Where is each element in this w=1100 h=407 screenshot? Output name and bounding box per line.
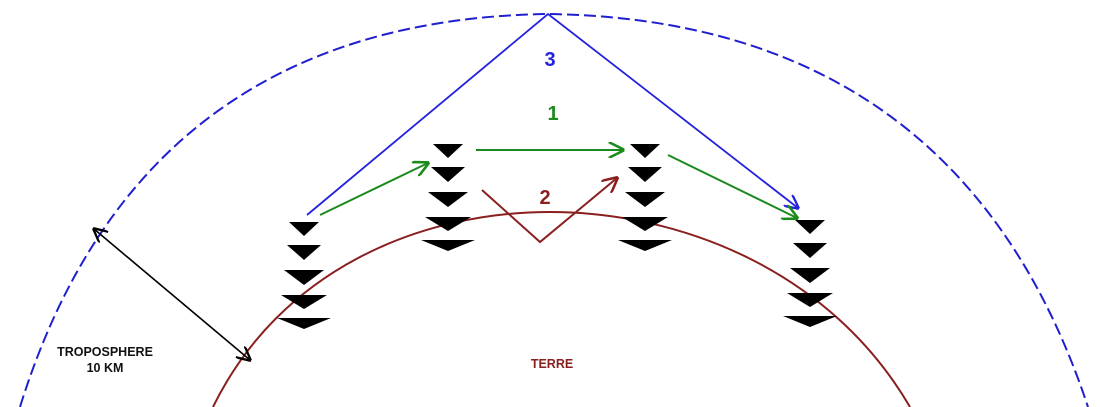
- ground-path: [481, 178, 617, 244]
- label-path-3: 3: [544, 49, 555, 71]
- label-path-1: 1: [547, 103, 558, 125]
- tower-3-icon: [617, 132, 673, 252]
- earth-label: TERRE: [531, 357, 573, 371]
- tower-2-icon: [420, 132, 476, 252]
- troposphere-thickness-arrow: [94, 229, 250, 360]
- troposphere-height-label: 10 KM: [87, 361, 124, 375]
- tower-1-icon: [276, 210, 332, 330]
- troposphere-boundary: [19, 12, 1089, 407]
- tropospheric-path: [306, 12, 798, 216]
- label-path-2: 2: [539, 187, 550, 209]
- los-hop-1: [319, 163, 428, 216]
- earth-surface: [212, 210, 911, 407]
- troposphere-label: TROPOSPHERE: [57, 345, 153, 359]
- los-hop-3: [667, 154, 797, 218]
